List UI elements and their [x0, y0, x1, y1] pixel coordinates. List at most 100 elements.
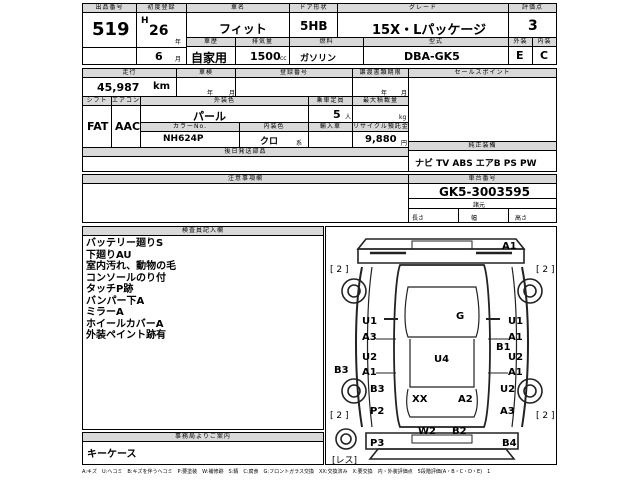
tyre-bracket-left-bottom: [ 2 ] [330, 411, 349, 421]
max-load-unit: kg [399, 114, 407, 121]
transfer-year-unit: 年 [381, 90, 388, 97]
interior-color: クロ [260, 137, 279, 147]
office-note: キーケース [87, 449, 137, 460]
lot-number: 519 [92, 19, 130, 40]
transfer-deadline-cell: 年 月 [352, 77, 409, 97]
height-label: 高さ [515, 215, 528, 222]
length-cell: 長さ [408, 208, 459, 223]
damage-mark-u1-right: U1 [508, 316, 524, 327]
mileage: 45,987 [97, 81, 140, 94]
inspector-note: タッチP跡 [86, 284, 134, 295]
tyre-bracket-right-bottom: [ 2 ] [536, 411, 555, 421]
inspector-note: ミラーA [86, 307, 124, 318]
damage-mark-u2-left: U2 [362, 352, 378, 363]
interior-score: C [540, 49, 549, 62]
damage-mark-b3-left: B3 [334, 365, 349, 376]
fuel-cell: ガソリン [289, 46, 364, 65]
shift: FAT [87, 120, 109, 133]
first-registration-cell: H 26 年 [136, 12, 187, 48]
dimension-label: 諸元 [473, 202, 486, 209]
interior-color-unit: 系 [296, 140, 303, 147]
usage: 自家用 [191, 51, 228, 65]
damage-mark-a2-rear: A2 [458, 394, 473, 405]
color-number-cell: NH624P [140, 131, 240, 148]
inspector-note: 下廻りAU [86, 249, 132, 261]
damage-mark-a1-top: A1 [502, 241, 517, 252]
damage-mark-a1-right-2: A1 [508, 367, 523, 378]
max-load-cell: kg [352, 105, 409, 123]
lot-number-cell: 519 [82, 12, 137, 48]
inspector-note: バンパー下A [86, 295, 145, 307]
length-label: 長さ [412, 215, 425, 222]
score: 3 [528, 18, 538, 34]
door-type-cell: 5HB [289, 12, 338, 38]
damage-mark-a1-right: A1 [508, 332, 523, 343]
capacity-unit: 人 [345, 114, 352, 121]
damage-mark-b4-rear: B4 [502, 438, 517, 449]
inspector-note: ホイールカバーA [86, 318, 164, 330]
displacement-cell: 1500 cc [235, 46, 290, 65]
recycle-fee-cell: 9,880 円 [352, 131, 409, 148]
fuel: ガソリン [300, 54, 337, 64]
damage-mark-b2-rear: B2 [452, 426, 467, 437]
reg-month-cell: 6 月 [136, 47, 187, 65]
era: H [141, 16, 149, 26]
shift-cell: FAT [82, 105, 112, 148]
aftermarket-parts-cell [82, 156, 409, 172]
damage-mark-u2-right-2: U2 [500, 384, 516, 395]
caution-cell [82, 183, 409, 223]
reg-month-unit: 月 [175, 56, 182, 63]
genuine-equipment-cell: ナビ TV ABS エアB PS PW [408, 150, 557, 172]
transfer-month-unit: 月 [401, 90, 408, 97]
spare-tyre-label: [レス] [332, 456, 358, 465]
reg-year: 26 [149, 23, 169, 39]
mileage-cell: 45,987 km [82, 77, 177, 97]
exterior-color-cell: パール [140, 105, 309, 123]
door-type: 5HB [300, 19, 328, 33]
width-cell: 幅 [458, 208, 509, 223]
damage-mark-a1-left-2: A1 [362, 367, 377, 378]
exterior-score: E [516, 49, 524, 62]
usage-cell: 自家用 [186, 46, 236, 65]
reg-month: 6 [155, 50, 163, 63]
reg-year-unit: 年 [175, 39, 182, 46]
damage-mark-u2-right: U2 [508, 352, 524, 363]
width-label: 幅 [471, 215, 478, 222]
inspection-year-unit: 年 [207, 90, 214, 97]
score-cell: 3 [508, 12, 557, 38]
color-number: NH624P [163, 134, 204, 144]
capacity: 5 [333, 108, 341, 121]
office-notes-cell: キーケース [82, 441, 324, 465]
height-cell: 高さ [508, 208, 557, 223]
car-name: フィット [219, 22, 267, 36]
chassis-number-cell: GK5-3003595 [408, 183, 557, 199]
exterior-color: パール [193, 110, 226, 123]
chassis-number: GK5-3003595 [439, 185, 530, 199]
legend-footer: A:キズ U:へコミ B:キズを伴うへコミ P:要塗装 W:補修跡 S:錆 C:… [82, 469, 491, 475]
damage-mark-g-roof: G [456, 311, 465, 322]
damage-mark-u4-center: U4 [434, 354, 450, 365]
exterior-cell: E [508, 46, 533, 65]
inspection-cell: 年 月 [176, 77, 236, 97]
interior-cell: C [532, 46, 557, 65]
displacement-unit: cc [280, 55, 287, 62]
genuine-equipment: ナビ TV ABS エアB PS PW [415, 159, 537, 169]
registration-number-cell [235, 77, 353, 97]
car-name-cell: フィット [186, 12, 290, 38]
capacity-cell: 5 人 [308, 105, 353, 123]
inspector-note: 室内汚れ、動物の毛 [86, 261, 177, 272]
damage-mark-xx-rear: XX [412, 394, 428, 405]
damage-mark-a3-left: A3 [362, 332, 377, 343]
inspector-notes: バッテリー廻りS 下廻りAU 室内汚れ、動物の毛 コンソールのり付 タッチP跡 … [82, 235, 324, 430]
damage-mark-w2-rear: W2 [418, 426, 436, 437]
displacement: 1500 [250, 50, 281, 63]
selling-points-cell [408, 77, 557, 142]
recycle-fee: 9,880 [365, 134, 397, 145]
inspector-note: コンソールのり付 [86, 272, 166, 284]
damage-mark-a3-right: A3 [500, 406, 515, 417]
damage-mark-b1-right: B1 [496, 342, 511, 353]
tyre-bracket-right-top: [ 2 ] [536, 265, 555, 275]
grade-cell: 15X・Lパッケージ [337, 12, 509, 38]
damage-diagram: A1 G U1 A3 U2 A1 B3 B3 P2 U1 A1 B1 U2 A1… [325, 226, 557, 465]
